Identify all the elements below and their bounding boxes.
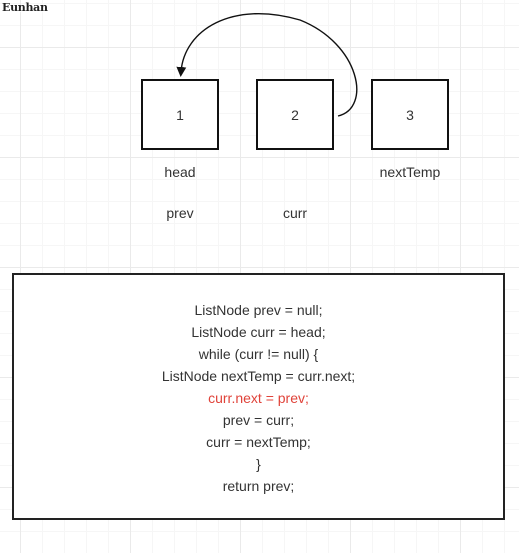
label-nexttemp: nextTemp <box>379 164 441 180</box>
code-line: ListNode curr = head; <box>191 324 326 340</box>
node-value: 1 <box>176 106 184 123</box>
node-value: 2 <box>291 106 299 123</box>
code-line: while (curr != null) { <box>198 346 319 362</box>
list-node-2: 2 <box>256 79 334 150</box>
node-value: 3 <box>406 106 414 123</box>
code-line: return prev; <box>222 478 295 494</box>
code-line: curr = nextTemp; <box>206 434 311 450</box>
label-head: head <box>164 164 196 180</box>
label-prev: prev <box>166 205 194 221</box>
code-line-highlighted: curr.next = prev; <box>208 390 309 406</box>
list-node-1: 1 <box>141 79 219 150</box>
watermark: Eunhan <box>2 1 48 14</box>
code-line: } <box>256 456 261 472</box>
code-box: ListNode prev = null; ListNode curr = he… <box>12 273 505 520</box>
list-node-3: 3 <box>371 79 449 150</box>
code-line: ListNode nextTemp = curr.next; <box>161 368 356 384</box>
label-curr: curr <box>282 205 308 221</box>
code-line: ListNode prev = null; <box>194 302 323 318</box>
code-line: prev = curr; <box>222 412 295 428</box>
code-listing: ListNode prev = null; ListNode curr = he… <box>14 299 503 497</box>
